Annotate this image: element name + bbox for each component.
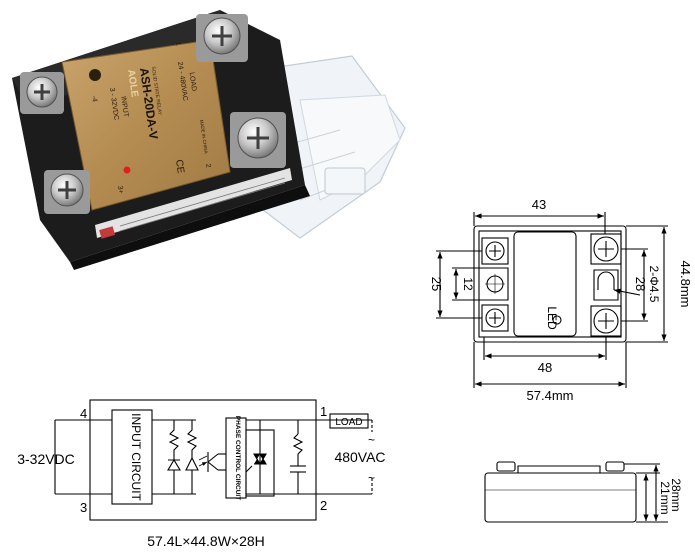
dim-hole-label: 2-Φ4.5 xyxy=(647,266,661,303)
brand-label: AOLE xyxy=(125,69,140,98)
dim-width-top: 43 xyxy=(532,197,546,212)
circuit-diagram xyxy=(54,399,373,521)
circuit-labels: 3-32VDC 4 3 1 2 INPUT CIRCUIT PHASE CONT… xyxy=(17,404,385,549)
terminal-2-label: 2 xyxy=(204,163,211,168)
snubber-resistor-icon xyxy=(292,433,304,455)
load-label: LOAD xyxy=(188,72,198,92)
pin-1-label: 1 xyxy=(320,404,327,419)
led-window-icon xyxy=(99,226,116,239)
ac-symbol-bottom: ~ xyxy=(368,471,375,485)
status-led-icon xyxy=(123,166,131,174)
input-label: INPUT xyxy=(119,96,129,118)
side-screw-icon xyxy=(496,461,516,472)
input-block-label: INPUT CIRCUIT xyxy=(129,413,143,501)
resistor-icon xyxy=(168,420,180,460)
dim-side-total: 28mm xyxy=(669,478,683,511)
side-view-drawing xyxy=(484,461,668,523)
screw-terminal-top-right xyxy=(196,14,248,62)
screw-icon xyxy=(485,241,505,261)
dimensions-caption: 57.4L×44.8W×28H xyxy=(147,533,265,549)
screw-icon xyxy=(593,236,619,262)
dim-side-body: 21mm xyxy=(658,481,672,514)
input-voltage-label: 3-32VDC xyxy=(17,451,75,467)
ce-mark: CE xyxy=(173,159,186,175)
dim-width-outer: 57.4mm xyxy=(527,388,574,403)
input-circuit-block xyxy=(111,409,153,505)
led-indicator-icon xyxy=(552,315,562,325)
load-voltage-label: 480VAC xyxy=(334,449,385,465)
phototransistor-icon xyxy=(207,452,219,472)
pin-3-label: 3 xyxy=(80,500,87,515)
side-screw-icon xyxy=(605,461,625,472)
phase-block-label: PHASE CONTROL CIRCUIT xyxy=(234,416,241,500)
screw-terminal-top-left xyxy=(20,72,64,114)
relay-faceplate: AOLE ASH-20DA-V SOLID STATE RELAY 24 - 4… xyxy=(61,39,231,211)
led-label: LED xyxy=(545,306,559,330)
led-hole-icon xyxy=(89,69,101,81)
ac-symbol-top: ~ xyxy=(368,433,375,447)
diode-icon xyxy=(167,458,181,471)
made-in-label: MADE IN CHINA xyxy=(199,119,209,153)
dim-height-outer: 44.8mm xyxy=(678,261,693,308)
terminal-3-label: 3+ xyxy=(116,185,124,194)
product-photo: AOLE ASH-20DA-V SOLID STATE RELAY 24 - 4… xyxy=(12,10,406,270)
led-diode-icon xyxy=(185,456,199,471)
resistor-icon xyxy=(186,420,198,458)
relay-outline xyxy=(89,399,317,521)
dim-height-right: 28 xyxy=(633,277,648,291)
triac-icon xyxy=(253,453,267,466)
dim-width-inner: 48 xyxy=(538,360,552,375)
screw-terminal-bottom-left xyxy=(44,170,90,214)
input-range-label: 3 - 32VDC xyxy=(108,87,119,120)
side-view-labels: 28mm 21mm xyxy=(658,478,683,514)
screw-icon xyxy=(593,308,619,334)
load-box xyxy=(329,413,369,429)
screw-icon xyxy=(485,308,505,328)
pin-4-label: 4 xyxy=(80,406,87,421)
dim-pitch-left: 25 xyxy=(429,277,444,291)
top-view-drawing xyxy=(436,212,668,388)
terminal-4-label: -4 xyxy=(90,95,98,102)
pin-2-label: 2 xyxy=(320,498,327,513)
terminal-1-label: 1 xyxy=(174,41,181,46)
load-box-label: LOAD xyxy=(335,417,362,428)
dim-pitch-inner: 12 xyxy=(461,277,475,291)
top-view-labels: 43 48 57.4mm 44.8mm 28 2-Φ4.5 25 12 LED xyxy=(429,197,693,403)
screw-terminal-bottom-right xyxy=(230,112,286,168)
